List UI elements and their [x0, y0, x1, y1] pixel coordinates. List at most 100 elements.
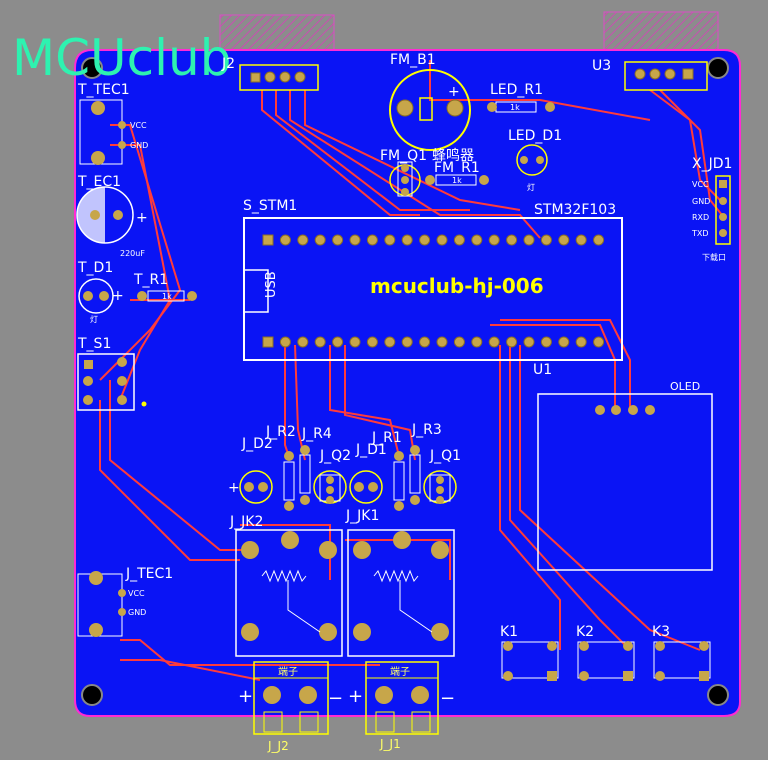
t-tec1-pad-bottom[interactable] [91, 151, 105, 165]
j-d1-pad-1[interactable] [354, 482, 364, 492]
k1-pads[interactable] [503, 641, 557, 681]
fm-r1-pad-1[interactable] [425, 175, 435, 185]
k3-pad-4[interactable] [699, 671, 709, 681]
stm32-pin-top-14[interactable] [488, 234, 500, 246]
j2-pad-3[interactable] [279, 71, 291, 83]
stm32-pin-top-6[interactable] [349, 234, 361, 246]
stm32-pin-top-3[interactable] [297, 234, 309, 246]
stm32-pin-bottom-3[interactable] [297, 336, 309, 348]
t-r1-pad-2[interactable] [187, 291, 197, 301]
stm32-pin-bottom-16[interactable] [523, 336, 535, 348]
t-d1-pad-2[interactable] [99, 291, 109, 301]
stm32-pin-top-2[interactable] [279, 234, 291, 246]
fm-q1-pad-2[interactable] [401, 176, 409, 184]
t-s1-pad-2[interactable] [83, 376, 93, 386]
j-j2-pad-1[interactable] [263, 686, 281, 704]
t-s1-pad-3[interactable] [83, 395, 93, 405]
j-q2-pad-3[interactable] [326, 496, 334, 504]
x-jd1-pad-vcc[interactable] [719, 180, 727, 188]
relay-jk2-pad-2[interactable] [281, 531, 299, 549]
buzzer-pad-minus[interactable] [396, 99, 414, 117]
j-tec1-pad-gnd[interactable] [118, 608, 126, 616]
stm32-pin-top-12[interactable] [453, 234, 465, 246]
stm32-pin-top-4[interactable] [314, 234, 326, 246]
stm32-pin-bottom-10[interactable] [419, 336, 431, 348]
led-r1-pad-2[interactable] [545, 102, 555, 112]
led-d1-pad-2[interactable] [536, 156, 544, 164]
j-r2-pad-1[interactable] [284, 451, 294, 461]
j-q2-pad-1[interactable] [326, 476, 334, 484]
buzzer-pad-plus[interactable] [446, 99, 464, 117]
j-r1-pad-2[interactable] [394, 501, 404, 511]
u3-pad-3[interactable] [664, 68, 676, 80]
relay-jk1-pad-5[interactable] [431, 623, 449, 641]
j2-pad-1[interactable] [250, 72, 261, 83]
j-q1-pad-3[interactable] [436, 496, 444, 504]
stm32-pin-top-8[interactable] [384, 234, 396, 246]
k1-pad-3[interactable] [503, 671, 513, 681]
relay-jk2-pad-3[interactable] [319, 541, 337, 559]
k1-pad-2[interactable] [547, 641, 557, 651]
stm32-pin-top-18[interactable] [558, 234, 570, 246]
j2-pad-2[interactable] [264, 71, 276, 83]
stm32-pins-top[interactable] [262, 234, 605, 246]
t-d1-pad-1[interactable] [83, 291, 93, 301]
stm32-pin-top-20[interactable] [593, 234, 605, 246]
j-j1-pad-2[interactable] [411, 686, 429, 704]
stm32-pin-top-11[interactable] [436, 234, 448, 246]
oled-pad-4[interactable] [645, 405, 655, 415]
j-r1-pad-1[interactable] [394, 451, 404, 461]
fm-q1-pad-1[interactable] [401, 164, 409, 172]
k1-pad-4[interactable] [547, 671, 557, 681]
u3-pad-4[interactable] [682, 68, 694, 80]
stm32-pin-bottom-12[interactable] [453, 336, 465, 348]
oled-pad-3[interactable] [628, 405, 638, 415]
stm32-pin-top-1[interactable] [262, 234, 274, 246]
u3-pad-1[interactable] [634, 68, 646, 80]
stm32-pin-bottom-4[interactable] [314, 336, 326, 348]
stm32-pin-top-7[interactable] [366, 234, 378, 246]
t-s1-pad-6[interactable] [117, 395, 127, 405]
stm32-pin-top-16[interactable] [523, 234, 535, 246]
relay-jk1-pad-4[interactable] [353, 623, 371, 641]
stm32-pin-bottom-1[interactable] [262, 336, 274, 348]
j2-pads[interactable] [250, 71, 306, 83]
j-r3-pad-1[interactable] [410, 445, 420, 455]
stm32-pin-bottom-13[interactable] [471, 336, 483, 348]
stm32-pin-top-19[interactable] [575, 234, 587, 246]
relay-jk1-pad-2[interactable] [393, 531, 411, 549]
j-r2-pad-2[interactable] [284, 501, 294, 511]
u3-pad-2[interactable] [649, 68, 661, 80]
oled-pad-2[interactable] [611, 405, 621, 415]
j-d2-pad-2[interactable] [258, 482, 268, 492]
stm32-pin-bottom-14[interactable] [488, 336, 500, 348]
stm32-pin-bottom-8[interactable] [384, 336, 396, 348]
stm32-pin-bottom-2[interactable] [279, 336, 291, 348]
stm32-pin-top-17[interactable] [540, 234, 552, 246]
stm32-pin-top-9[interactable] [401, 234, 413, 246]
j-d1-pad-2[interactable] [368, 482, 378, 492]
stm32-pin-bottom-6[interactable] [349, 336, 361, 348]
j-j1-pad-1[interactable] [375, 686, 393, 704]
stm32-pin-top-10[interactable] [419, 234, 431, 246]
stm32-pin-bottom-9[interactable] [401, 336, 413, 348]
j-tec1-pad-vcc[interactable] [118, 589, 126, 597]
stm32-pin-bottom-19[interactable] [575, 336, 587, 348]
relay-jk2-pad-1[interactable] [241, 541, 259, 559]
stm32-pin-top-13[interactable] [471, 234, 483, 246]
stm32-pins-bottom[interactable] [262, 336, 605, 348]
u3-pads[interactable] [634, 68, 694, 80]
j-d2-pad-1[interactable] [244, 482, 254, 492]
relay-jk2-pad-5[interactable] [319, 623, 337, 641]
stm32-pin-bottom-5[interactable] [332, 336, 344, 348]
t-tec1-pad-top[interactable] [91, 101, 105, 115]
k3-pads[interactable] [655, 641, 709, 681]
j-q1-pad-2[interactable] [436, 486, 444, 494]
t-s1-pad-5[interactable] [117, 376, 127, 386]
t-s1-pad-1[interactable] [84, 360, 93, 369]
t-tec1-pad-vcc[interactable] [118, 121, 126, 129]
t-ec1-pad-2[interactable] [113, 210, 123, 220]
k2-pads[interactable] [579, 641, 633, 681]
x-jd1-pad-txd[interactable] [719, 229, 727, 237]
j-r3-pad-2[interactable] [410, 495, 420, 505]
